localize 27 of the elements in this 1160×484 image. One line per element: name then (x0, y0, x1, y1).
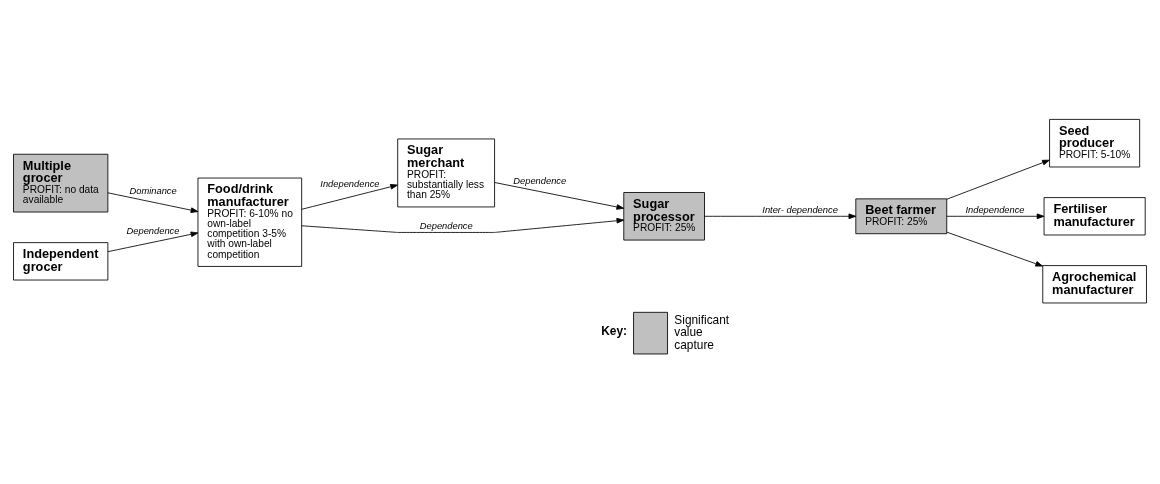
arrow (946, 213, 1045, 220)
node-box: Sugar processor PROFIT: 25% (623, 192, 705, 241)
edge-label: Dependence (126, 225, 180, 236)
label: Key: (601, 324, 627, 339)
node-box: Sugar merchant PROFIT: substantially less than 25% (397, 138, 495, 208)
arrow (301, 217, 625, 233)
edge-label: Independence (320, 179, 380, 190)
node-box: Food/drink manufacturer PROFIT: 6-10% no own-label competition 3-5% with own-label competition (197, 177, 303, 267)
arrow (946, 231, 1043, 267)
node-box: Beet farmer PROFIT: 25% (855, 198, 948, 235)
node-box: Fertiliser manufacturer (1043, 197, 1146, 236)
arrow (107, 192, 199, 213)
edge-label: Independence (965, 204, 1025, 215)
arrow (494, 182, 625, 210)
edge-label: Dominance (129, 186, 177, 197)
node-box: Seed producer PROFIT: 5-10% (1049, 118, 1141, 168)
node-box: Agrochemical manufacturer (1042, 265, 1147, 304)
edge-label: Dependence (419, 220, 473, 231)
arrow (301, 184, 398, 210)
node-box: Multiple grocer PROFIT: no data available (13, 153, 109, 213)
arrow (704, 213, 857, 220)
edge-label: Dependence (513, 175, 567, 186)
arrow (107, 231, 199, 253)
arrow (946, 159, 1050, 200)
edge-label: Inter- dependence (762, 204, 838, 215)
legend-label: Significant value capture (674, 312, 730, 353)
node-box: Independent grocer (13, 242, 109, 281)
